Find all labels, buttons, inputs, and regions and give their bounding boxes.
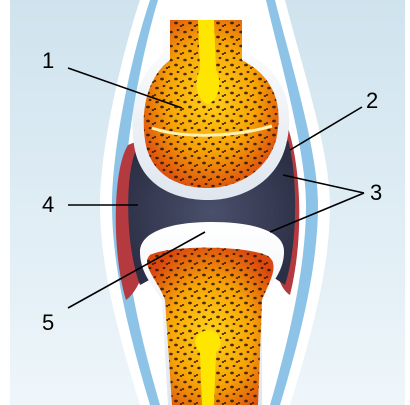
label-4: 4 (42, 192, 54, 217)
label-5: 5 (42, 310, 54, 335)
label-1: 1 (42, 48, 54, 73)
label-2: 2 (366, 88, 378, 113)
label-3: 3 (370, 180, 382, 205)
